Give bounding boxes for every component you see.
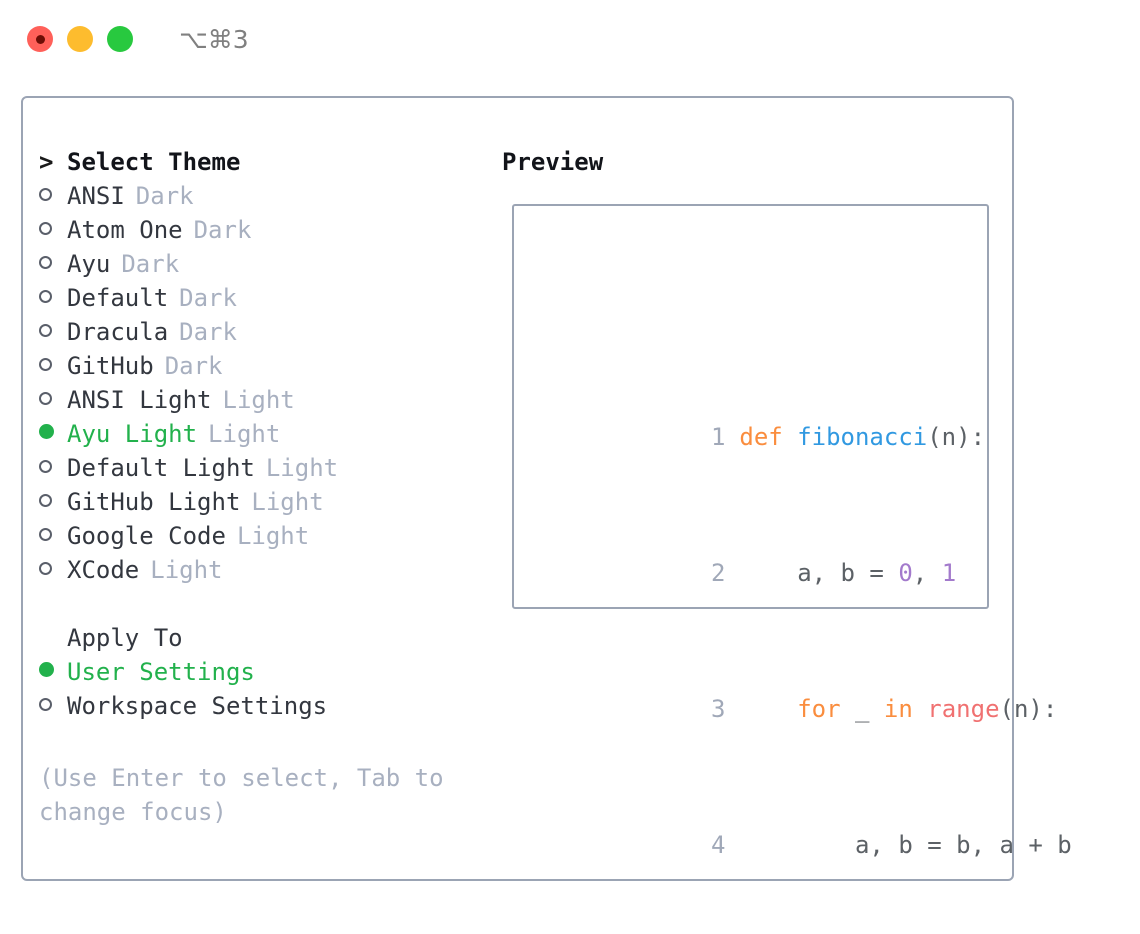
section-spacer xyxy=(39,587,479,621)
apply-to-title: Apply To xyxy=(67,624,183,652)
radio-selected-icon[interactable] xyxy=(39,662,67,680)
preview-title: Preview xyxy=(502,148,604,176)
theme-name: Ayu Light xyxy=(67,420,198,448)
theme-name: ANSI Light xyxy=(67,386,212,414)
code-token: range xyxy=(927,695,1000,723)
select-theme-heading: > Select Theme xyxy=(39,145,479,179)
line-number: 3 xyxy=(710,695,726,723)
theme-list-item-google-code[interactable]: Google Code Light xyxy=(39,519,479,553)
theme-list-item-default-light[interactable]: Default Light Light xyxy=(39,451,479,485)
code-token: 0 xyxy=(898,559,913,587)
code-token xyxy=(913,695,927,723)
theme-variant: Dark xyxy=(164,352,223,380)
code-token: def xyxy=(739,423,798,451)
theme-variant: Light xyxy=(222,386,295,414)
theme-name: ANSI xyxy=(67,182,125,210)
theme-variant: Dark xyxy=(179,284,237,312)
code-token: (n): xyxy=(927,423,986,451)
theme-list-item-github[interactable]: GitHub Dark xyxy=(39,349,479,383)
theme-name: Ayu xyxy=(67,250,111,278)
code-line: 5 return a xyxy=(532,930,1086,934)
radio-unselected-icon[interactable] xyxy=(39,698,67,714)
theme-variant: Light xyxy=(265,454,339,482)
theme-variant: Dark xyxy=(193,216,252,244)
radio-unselected-icon[interactable] xyxy=(39,324,67,340)
window-titlebar: ⌥⌘3 xyxy=(0,0,1140,78)
code-token xyxy=(739,695,797,723)
theme-list-item-atom-one[interactable]: Atom One Dark xyxy=(39,213,479,247)
apply-to-heading: Apply To xyxy=(39,621,479,655)
line-number: 2 xyxy=(710,559,726,587)
theme-name: XCode xyxy=(67,556,140,584)
theme-list-item-ansi[interactable]: ANSI Dark xyxy=(39,179,479,213)
code-token: fibonacci xyxy=(797,423,928,451)
select-theme-title: Select Theme xyxy=(67,148,241,176)
radio-unselected-icon[interactable] xyxy=(39,188,67,204)
theme-list-item-ayu[interactable]: Ayu Dark xyxy=(39,247,479,281)
radio-unselected-icon[interactable] xyxy=(39,494,67,510)
code-line: 2 a, b = 0, 1 xyxy=(532,522,1086,587)
radio-unselected-icon[interactable] xyxy=(39,222,67,238)
theme-name: Google Code xyxy=(67,522,226,550)
line-number: 4 xyxy=(710,831,726,859)
apply-option-workspace-settings[interactable]: Workspace Settings xyxy=(39,689,479,723)
caret-icon: > xyxy=(39,148,54,176)
theme-list-item-xcode[interactable]: XCode Light xyxy=(39,553,479,587)
radio-unselected-icon[interactable] xyxy=(39,460,67,476)
code-token: (n): xyxy=(999,695,1058,723)
theme-list-item-default[interactable]: Default Dark xyxy=(39,281,479,315)
keyboard-shortcut-label: ⌥⌘3 xyxy=(179,24,249,54)
theme-variant: Light xyxy=(208,420,281,448)
theme-name: GitHub xyxy=(67,352,154,380)
theme-list-item-github-light[interactable]: GitHub Light Light xyxy=(39,485,479,519)
line-number: 1 xyxy=(710,423,726,451)
theme-variant: Light xyxy=(150,556,223,584)
close-button-icon[interactable] xyxy=(27,26,53,52)
main-panel: > Select Theme ANSI Dark Atom One Dark xyxy=(21,96,1072,881)
code-token: in xyxy=(883,695,913,723)
preview-column: Preview xyxy=(502,145,603,179)
apply-option-user-settings[interactable]: User Settings xyxy=(39,655,479,689)
code-token: , xyxy=(912,559,942,587)
code-token: 1 xyxy=(941,559,957,587)
theme-variant: Light xyxy=(251,488,324,516)
apply-option-label: Workspace Settings xyxy=(67,692,328,720)
theme-name: Default Light xyxy=(67,454,255,482)
maximize-button-icon[interactable] xyxy=(107,26,133,52)
radio-selected-icon[interactable] xyxy=(39,424,67,442)
code-token: a, b = b, a + b xyxy=(739,831,1072,859)
code-token: for xyxy=(797,695,841,723)
code-line: 3 for _ in range(n): xyxy=(532,658,1086,723)
keyboard-hint-text: (Use Enter to select, Tab to change focu… xyxy=(39,764,444,826)
theme-name: GitHub Light xyxy=(67,488,241,516)
theme-list-item-ansi-light[interactable]: ANSI Light Light xyxy=(39,383,479,417)
radio-unselected-icon[interactable] xyxy=(39,528,67,544)
theme-variant: Dark xyxy=(121,250,180,278)
code-token: _ xyxy=(840,695,884,723)
apply-option-label: User Settings xyxy=(67,658,255,686)
theme-list-item-ayu-light[interactable]: Ayu Light Light xyxy=(39,417,479,451)
theme-name: Default xyxy=(67,284,169,312)
theme-variant: Dark xyxy=(135,182,194,210)
code-token: a, b = xyxy=(739,559,899,587)
theme-variant: Light xyxy=(236,522,310,550)
theme-name: Dracula xyxy=(67,318,169,346)
code-line: 1 def fibonacci(n): xyxy=(532,386,1086,451)
theme-variant: Dark xyxy=(179,318,237,346)
minimize-button-icon[interactable] xyxy=(67,26,93,52)
recording-indicator-icon xyxy=(35,34,45,44)
code-line: 4 a, b = b, a + b xyxy=(532,794,1086,859)
theme-selector-column: > Select Theme ANSI Dark Atom One Dark xyxy=(39,145,479,723)
theme-list-item-dracula[interactable]: Dracula Dark xyxy=(39,315,479,349)
radio-unselected-icon[interactable] xyxy=(39,256,67,272)
radio-unselected-icon[interactable] xyxy=(39,562,67,578)
radio-unselected-icon[interactable] xyxy=(39,290,67,306)
radio-unselected-icon[interactable] xyxy=(39,392,67,408)
theme-name: Atom One xyxy=(67,216,183,244)
radio-unselected-icon[interactable] xyxy=(39,358,67,374)
